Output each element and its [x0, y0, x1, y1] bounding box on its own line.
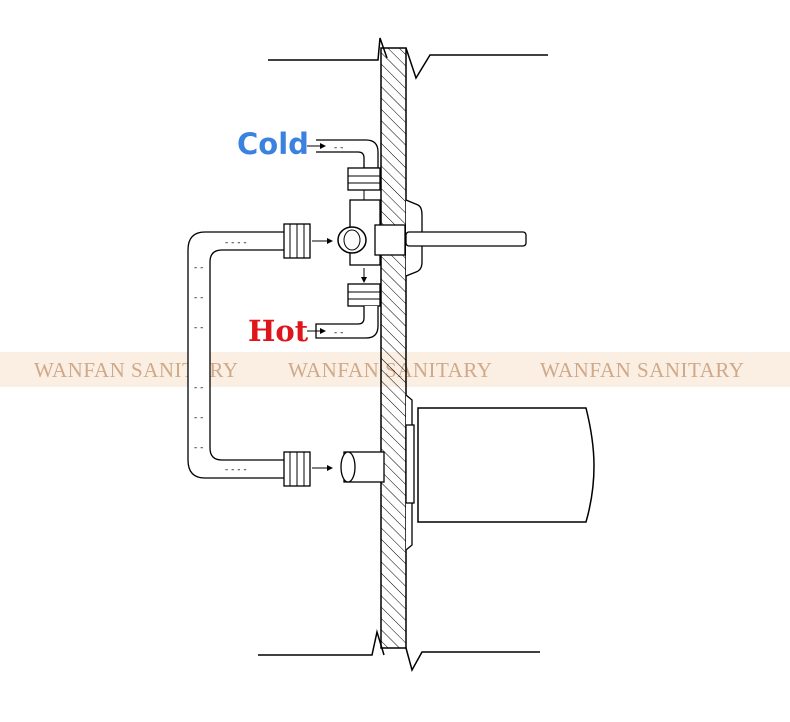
svg-text:- - - -: - - - - [225, 238, 247, 248]
wall-break-bottom-left [258, 629, 385, 656]
spout-nozzle [417, 407, 595, 523]
svg-text:- -: - - [334, 143, 343, 153]
threaded-connector [347, 167, 381, 191]
svg-text:- -: - - [334, 328, 343, 338]
svg-text:- -: - - [194, 443, 203, 453]
svg-text:- - - -: - - - - [225, 465, 247, 475]
svg-text:- -: - - [194, 323, 203, 333]
mixing-valve-tee [337, 199, 527, 277]
wall-break-top-left [268, 37, 388, 61]
cold-inlet: - - [307, 139, 381, 206]
hot-label: Hot [248, 314, 309, 348]
svg-text:- -: - - [194, 383, 203, 393]
svg-text:- -: - - [194, 413, 203, 423]
wall-break-top-right [405, 47, 548, 80]
svg-text:- -: - - [194, 293, 203, 303]
svg-text:- -: - - [194, 263, 203, 273]
threaded-connector [347, 283, 381, 307]
spout-assembly [340, 394, 595, 551]
wall-break-bottom-right [405, 647, 540, 672]
wall-hatching [380, 47, 407, 649]
wall [258, 37, 548, 672]
hot-inlet: - - [307, 268, 381, 339]
flexible-hose: - - - - - - - - - - - - - - - - - - - - [187, 223, 333, 487]
watermark-text-3: WANFAN SANITARY [540, 358, 745, 382]
valve-stem [405, 231, 527, 247]
watermark-text-1: WANFAN SANITARY [34, 358, 239, 382]
cold-label: Cold [237, 127, 309, 161]
